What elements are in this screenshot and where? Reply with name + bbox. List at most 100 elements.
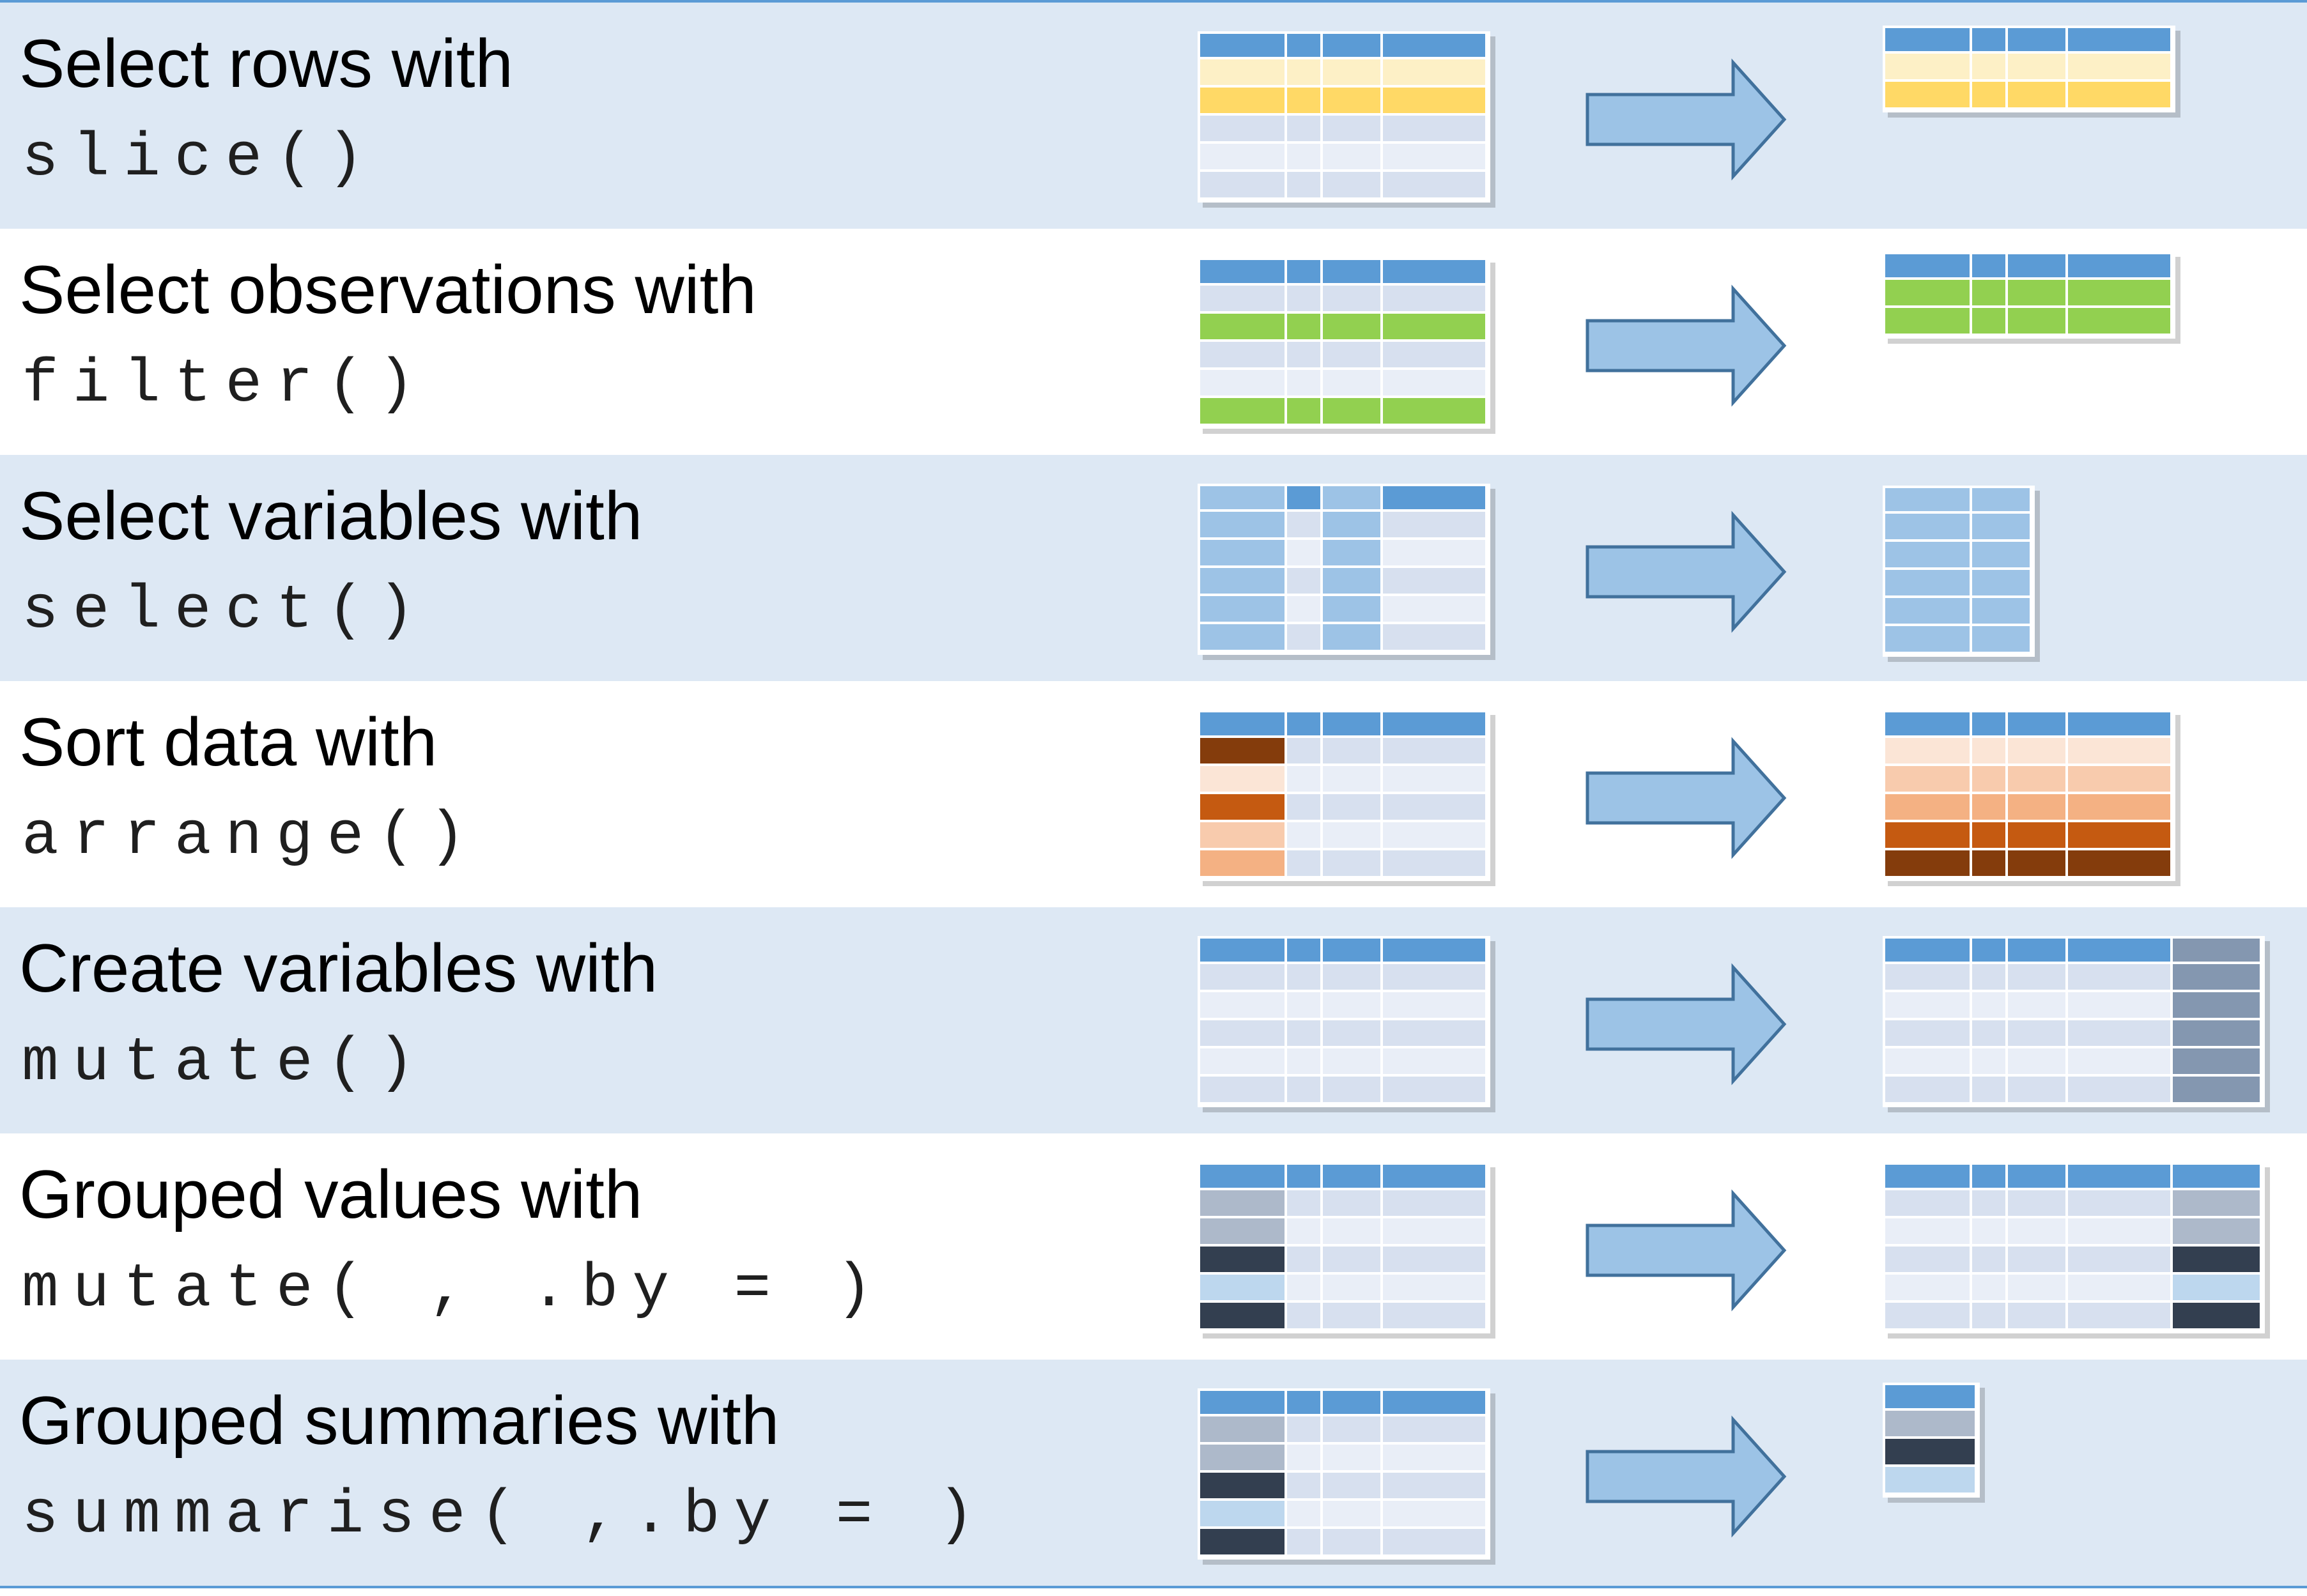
output-table-cell: [1972, 514, 2030, 539]
output-table-header-cell: [1972, 712, 2005, 735]
input-table-cell: [1323, 1218, 1380, 1244]
transform-arrow: [1586, 1189, 1787, 1312]
input-table-cell: [1200, 1416, 1285, 1442]
input-table-cell: [1200, 88, 1285, 113]
output-table-new-column-cell: [2173, 1048, 2260, 1074]
input-table-cell: [1383, 1190, 1485, 1216]
input-table-cell: [1200, 1247, 1285, 1272]
output-table-cell: [1972, 1190, 2005, 1216]
output-table-cell: [1972, 822, 2005, 848]
output-table-new-column-cell: [2173, 992, 2260, 1018]
output-table-cell: [1885, 1467, 1975, 1492]
input-table-cell: [1287, 88, 1320, 113]
top-rule: [0, 0, 2307, 3]
input-table-header-cell: [1323, 486, 1380, 509]
output-table-cell: [1972, 1077, 2005, 1102]
input-table-header-cell: [1200, 34, 1285, 57]
output-table-cell: [2008, 766, 2065, 792]
output-table-cell: [1885, 1020, 1970, 1046]
output-table-cell: [2008, 1190, 2065, 1216]
input-table-header-cell: [1200, 939, 1285, 962]
input-table-cell: [1287, 596, 1320, 622]
output-table-header-cell: [2068, 712, 2170, 735]
input-table-cell: [1383, 59, 1485, 85]
input-table-cell: [1287, 1473, 1320, 1498]
input-table-cell: [1383, 1473, 1485, 1498]
input-table-cell: [1323, 568, 1380, 594]
input-table-cell: [1287, 1247, 1320, 1272]
output-table-cell: [2008, 992, 2065, 1018]
input-table-cell: [1200, 1020, 1285, 1046]
input-table-cell: [1287, 1529, 1320, 1554]
input-table-header-cell: [1323, 712, 1380, 735]
output-table-cell: [2068, 1275, 2170, 1300]
verb-title: Select variables with: [19, 477, 643, 554]
output-table-cell: [2008, 794, 2065, 820]
input-table-header-cell: [1383, 939, 1485, 962]
input-table-cell: [1287, 116, 1320, 141]
input-table-cell: [1287, 1190, 1320, 1216]
input-table-cell: [1383, 172, 1485, 197]
output-table-cell: [1972, 570, 2030, 595]
input-table-cell: [1323, 624, 1380, 650]
input-table-header-cell: [1200, 712, 1285, 735]
input-table-cell: [1383, 992, 1485, 1018]
input-table-cell: [1383, 1218, 1485, 1244]
output-table-cell: [1885, 542, 1970, 567]
output-table-cell: [1885, 1439, 1975, 1464]
input-table-cell: [1287, 964, 1320, 990]
output-table-cell: [1972, 1218, 2005, 1244]
input-table-cell: [1200, 794, 1285, 820]
input-table-cell: [1287, 1020, 1320, 1046]
input-table-cell: [1323, 1473, 1380, 1498]
input-table-cell: [1383, 342, 1485, 367]
output-table-cell: [1972, 626, 2030, 652]
input-table-header-cell: [1200, 486, 1285, 509]
output-table-cell: [2068, 82, 2170, 107]
output-table-new-column-cell: [2173, 1020, 2260, 1046]
input-table-cell: [1323, 794, 1380, 820]
output-table-cell: [2008, 1218, 2065, 1244]
output-table-header-cell: [1885, 254, 1970, 277]
input-table-cell: [1200, 992, 1285, 1018]
output-table-new-column-cell: [2173, 1303, 2260, 1328]
output-table-new-column-cell: [2173, 1077, 2260, 1102]
input-table-cell: [1287, 342, 1320, 367]
input-table-cell: [1287, 1275, 1320, 1300]
output-table-cell: [1972, 280, 2005, 305]
input-table-header-cell: [1323, 939, 1380, 962]
input-table-cell: [1200, 1190, 1285, 1216]
input-table-cell: [1323, 964, 1380, 990]
output-table-cell: [1885, 1303, 1970, 1328]
output-table-cell: [2008, 738, 2065, 763]
output-table-header-cell: [2068, 28, 2170, 51]
output-table-cell: [2068, 794, 2170, 820]
input-table-cell: [1323, 59, 1380, 85]
input-table-cell: [1200, 1077, 1285, 1102]
input-table-header-cell: [1287, 486, 1320, 509]
input-table-cell: [1323, 116, 1380, 141]
input-table-cell: [1200, 1445, 1285, 1470]
verb-title: Select rows with: [19, 25, 514, 102]
input-table-cell: [1383, 1416, 1485, 1442]
input-table-header-cell: [1287, 260, 1320, 283]
output-table-header-cell: [2068, 939, 2170, 962]
output-table-header-cell: [1885, 939, 1970, 962]
output-table-cell: [2068, 1218, 2170, 1244]
input-table-cell: [1323, 1020, 1380, 1046]
input-table-cell: [1383, 144, 1485, 169]
output-table-cell: [2008, 1048, 2065, 1074]
output-table-cell: [1885, 570, 1970, 595]
input-table-cell: [1200, 1529, 1285, 1554]
input-table-cell: [1287, 1077, 1320, 1102]
input-table-cell: [1323, 1048, 1380, 1074]
input-table-cell: [1323, 314, 1380, 339]
input-table-cell: [1287, 314, 1320, 339]
output-table-cell: [1972, 308, 2005, 334]
output-table-new-column-header: [2173, 939, 2260, 962]
output-table-header-cell: [1972, 488, 2030, 511]
input-table-cell: [1323, 144, 1380, 169]
output-table-cell: [1885, 1275, 1970, 1300]
output-table-cell: [2008, 822, 2065, 848]
input-table-header-cell: [1383, 1391, 1485, 1414]
